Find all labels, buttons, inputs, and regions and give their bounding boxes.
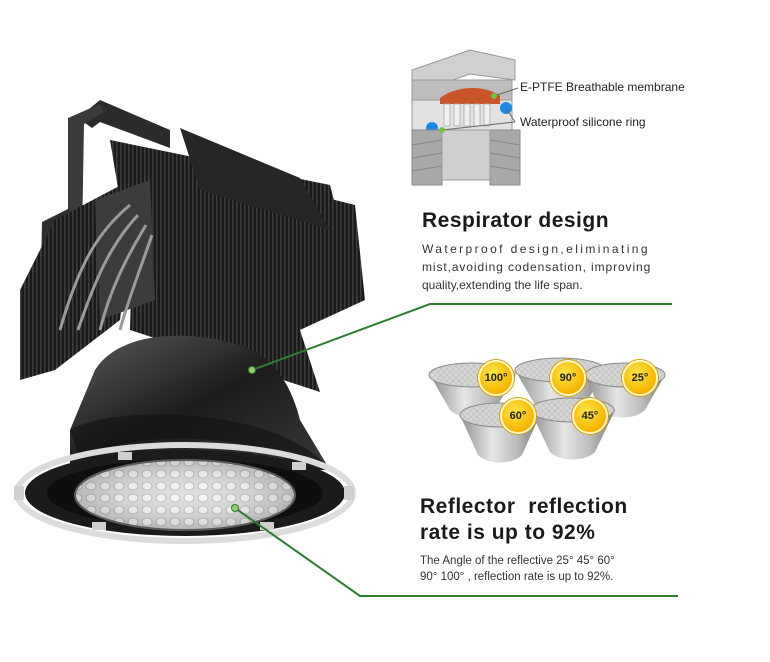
high-bay-lamp — [14, 100, 365, 544]
reflector-title-line-1: Reflector reflection — [420, 495, 628, 518]
reflector-line-1: The Angle of the reflective 25° 45° 60° — [420, 555, 615, 567]
membrane-callout-dot — [491, 93, 497, 99]
respirator-line-2: mist,avoiding codensation, improving — [422, 260, 652, 274]
valve-leader-lines — [441, 87, 519, 131]
ring-callout-dot — [439, 127, 445, 133]
respirator-title: Respirator design — [422, 209, 610, 232]
angle-badge-100: 100° — [478, 360, 514, 396]
angle-badge-25: 25° — [622, 360, 658, 396]
ring-label: Waterproof silicone ring — [520, 115, 646, 129]
respirator-line-3: quality,extending the life span. — [422, 278, 583, 292]
green-leader-lines — [234, 303, 678, 597]
reflector-line-2: 90° 100° , reflection rate is up to 92%. — [420, 571, 614, 583]
sink-callout-dot — [248, 366, 256, 374]
led-callout-dot — [231, 504, 239, 512]
angle-badge-45: 45° — [572, 398, 608, 434]
respirator-line-1: Waterproof design,eliminating — [422, 242, 650, 256]
membrane-label: E-PTFE Breathable membrane — [520, 80, 685, 94]
breather-valve-cutaway — [411, 49, 521, 186]
angle-badge-90: 90° — [550, 360, 586, 396]
angle-badge-60: 60° — [500, 398, 536, 434]
reflector-title-line-2: rate is up to 92% — [420, 521, 596, 544]
